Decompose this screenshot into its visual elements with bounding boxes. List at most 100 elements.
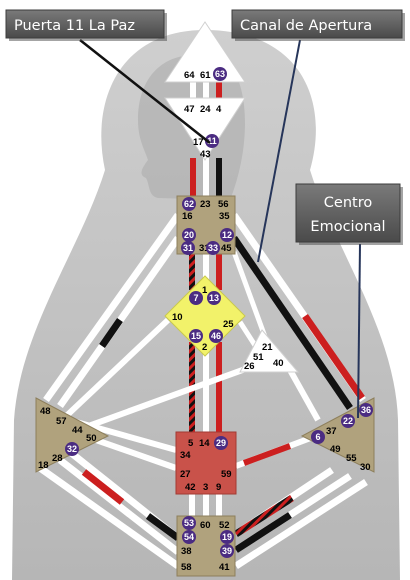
gate-18: 18 [38,460,49,471]
heart-center [239,329,300,373]
channel-19-49-def [234,495,294,537]
gate-60: 60 [200,520,211,531]
gate-37: 37 [326,426,337,437]
gate-27: 27 [180,469,191,480]
svg-text:46: 46 [211,331,221,341]
callout-channel: Canal de Apertura [231,9,405,41]
svg-text:29: 29 [216,438,226,448]
gate-3: 3 [203,482,208,493]
svg-text:39: 39 [222,546,232,556]
gate-41: 41 [219,562,230,573]
callout-emotional-pointer [357,243,361,419]
callout-channel-pointer [257,39,301,263]
channel-45-21 [231,251,271,346]
gate-62-active: 62 [182,197,196,211]
channel-26-44 [70,365,250,435]
gate-38: 38 [181,546,192,557]
gate-4: 4 [216,104,222,115]
channel-35-36-def [302,314,365,400]
gate-20-active: 20 [182,228,196,242]
channel-50-27 [95,437,177,471]
g-center [164,275,246,357]
gate-43: 43 [200,149,211,160]
gate-9: 9 [216,482,221,493]
gate-21: 21 [262,342,273,353]
gate-64: 64 [184,70,195,81]
gate-15-active: 15 [189,329,203,343]
gate-36-active: 36 [359,403,373,417]
svg-text:6: 6 [315,432,320,442]
gate-16: 16 [182,211,193,222]
gate-59: 59 [221,469,232,480]
channel-54-def-b [145,513,181,541]
gate-13-active: 13 [207,291,221,305]
gate-7-active: 7 [189,291,203,305]
gate-23: 23 [200,199,211,210]
svg-text:54: 54 [184,532,194,542]
gate-34: 34 [180,450,191,461]
svg-text:32: 32 [67,444,77,454]
gate-1: 1 [202,285,208,296]
svg-text:13: 13 [209,293,219,303]
gate-17: 17 [193,137,204,148]
svg-text:12: 12 [222,230,232,240]
svg-text:33: 33 [208,243,218,253]
svg-text:31: 31 [183,243,193,253]
gate-61: 61 [200,70,211,81]
gate-25: 25 [223,319,234,330]
gate-33-active: 33 [206,241,220,255]
callout-door-pointer [79,39,211,144]
channel-41-30 [234,479,368,569]
channel-39-55-def [234,512,292,553]
gate-55: 55 [346,453,357,464]
gate-47: 47 [184,104,195,115]
gate-46-active: 46 [209,329,223,343]
channel-16-48 [43,212,181,403]
gate-10: 10 [172,312,183,323]
gate-19-active: 19 [220,530,234,544]
gate-31-active: 31 [181,241,195,255]
gate-22-active: 22 [341,414,355,428]
svg-text:7: 7 [193,293,198,303]
gate-2: 2 [202,342,207,353]
gate-6-active: 6 [311,430,325,444]
callout-channel-label: Canal de Apertura [240,18,372,34]
gate-44: 44 [72,425,83,436]
gate-14: 14 [199,438,210,449]
gate-5: 5 [188,438,194,449]
ajna-center [164,97,246,161]
gate-49: 49 [330,444,341,455]
svg-text:53: 53 [184,518,194,528]
channel-32-54-def [81,469,125,505]
gate-53-active: 53 [182,516,196,530]
svg-text:63: 63 [215,69,225,79]
gate-35: 35 [219,211,230,222]
gate-39-active: 39 [220,544,234,558]
callout-door: Puerta 11 La Paz [5,9,167,41]
channel-28-38 [57,457,181,555]
svg-text:36: 36 [361,405,371,415]
channel-6-59-def [242,443,292,466]
gate-11-active: 11 [205,134,219,148]
gate-12-active: 12 [220,228,234,242]
callout-emotional: Centro Emocional [295,183,403,245]
gate-50: 50 [86,433,97,444]
gate-54-active: 54 [182,530,196,544]
gate-51: 51 [253,352,264,363]
head-center [164,21,246,83]
gate-57: 57 [56,416,67,427]
channel-40-37 [287,368,321,422]
channel-12-22 [231,236,353,410]
gate-45: 45 [221,243,232,254]
gate-48: 48 [40,406,51,417]
svg-text:20: 20 [184,230,194,240]
svg-text:22: 22 [343,416,353,426]
gate-58: 58 [181,562,192,573]
gate-32-active: 32 [65,442,79,456]
gate-8: 31 [199,243,210,254]
gate-30: 30 [360,462,371,473]
svg-text:11: 11 [207,136,217,146]
gate-42: 42 [185,482,196,493]
solar-plexus-center [300,397,375,473]
